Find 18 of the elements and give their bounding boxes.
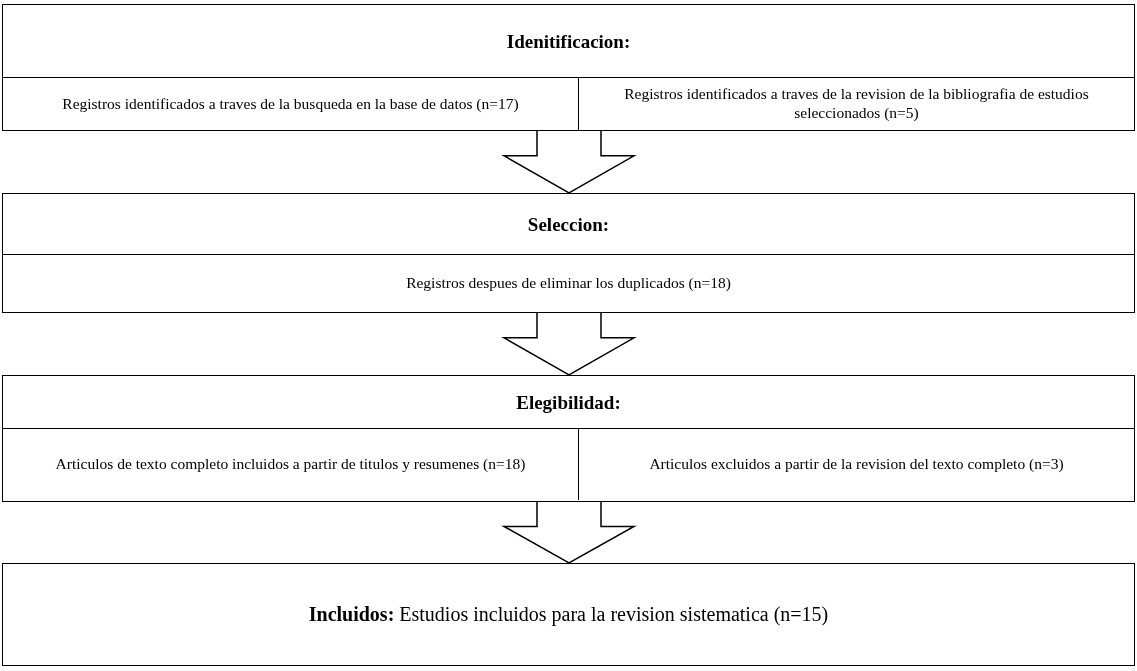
block-arrow xyxy=(501,312,637,376)
stage-box xyxy=(2,4,1135,131)
stage-heading: Idenitificacion: xyxy=(506,30,631,53)
stage-text: Articulos excluidos a partir de la revision del texto completo (n=3) xyxy=(649,455,1064,474)
stage-box xyxy=(2,563,1135,666)
stage-box xyxy=(2,193,1135,313)
text-cell xyxy=(578,77,1134,130)
block-arrow xyxy=(501,130,637,194)
block-arrow xyxy=(501,501,637,564)
stage-heading: Seleccion: xyxy=(527,213,610,236)
stage-text: Articulos de texto completo incluidos a partir de titulos y resumenes (n=18) xyxy=(55,455,526,474)
stage-text: Registros despues de eliminar los duplicados (n=18) xyxy=(406,273,731,293)
stage-box xyxy=(2,375,1135,502)
stage-text: Registros identificados a traves de la busqueda en la base de datos (n=17) xyxy=(62,94,519,114)
stage-heading: Elegibilidad: xyxy=(516,391,621,414)
stage-text: Registros identificados a traves de la revision de la bibliografia de estudios seleccionados (n=5) xyxy=(623,85,1090,123)
stage-text: Incluidos: Estudios incluidos para la revision sistematica (n=15) xyxy=(308,603,829,626)
text-cell xyxy=(578,428,1134,500)
